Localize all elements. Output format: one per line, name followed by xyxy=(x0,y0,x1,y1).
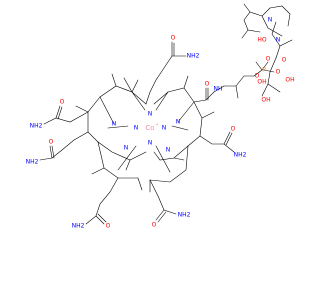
amide4-nh2-label: NH2 xyxy=(72,223,85,230)
ribose-ch2oh-label: OH xyxy=(261,97,270,104)
phosphate-o-right-label: O xyxy=(276,69,281,76)
amide3-o-label: O xyxy=(49,139,54,146)
ribose-ring-o-label: O xyxy=(282,57,287,64)
amide5-o-label: O xyxy=(152,222,157,229)
amide2-o-label: O xyxy=(60,99,65,106)
bond-lines xyxy=(39,3,293,225)
atom-labels: Co + N N N N N N N N O NH2 O NH2 O NH2 O… xyxy=(26,17,295,230)
co-n-top-label: N xyxy=(148,111,153,118)
cobalt-charge-label: + xyxy=(155,122,158,127)
ester-o-label: O xyxy=(255,73,260,80)
ribose-ho-label: HO xyxy=(257,37,267,44)
co-n-right-label: N xyxy=(162,125,167,132)
linker-nh-label: NH xyxy=(214,86,223,93)
amide6-o-label: O xyxy=(231,126,236,133)
amide6-nh2-label: NH2 xyxy=(234,152,247,159)
benzimidazole-n3-label: N xyxy=(268,17,273,24)
benzimidazole-n1-label: N xyxy=(276,37,281,44)
amide1-nh2-label: NH2 xyxy=(187,53,200,60)
amide5-nh2-label: NH2 xyxy=(178,212,191,219)
amide4-o-label: O xyxy=(106,223,111,230)
amide2-nh2-label: NH2 xyxy=(30,123,43,130)
phosphate-o-top-label: O xyxy=(266,56,271,63)
amide3-nh2-label: NH2 xyxy=(26,159,39,166)
cobalt-atom-label: Co xyxy=(145,124,154,132)
phosphorus-label: P xyxy=(262,67,266,74)
ring-n-upper-left-label: N xyxy=(112,121,117,128)
phosphate-oh-label: OH xyxy=(257,79,266,86)
linker-o-label: O xyxy=(205,81,210,88)
cyanocobalamin-structure-diagram: Co + N N N N N N N N O NH2 O NH2 O NH2 O… xyxy=(26,3,295,230)
amide1-o-label: O xyxy=(171,35,176,42)
co-n-bottom-label: N xyxy=(148,140,153,147)
ring-n-lower-left-label: N xyxy=(124,145,129,152)
ring-n-lower-right-label: N xyxy=(166,147,171,154)
co-n-left-label: N xyxy=(134,125,139,132)
ribose-oh-label: OH xyxy=(285,77,294,84)
ring-n-upper-right-label: N xyxy=(176,119,181,126)
